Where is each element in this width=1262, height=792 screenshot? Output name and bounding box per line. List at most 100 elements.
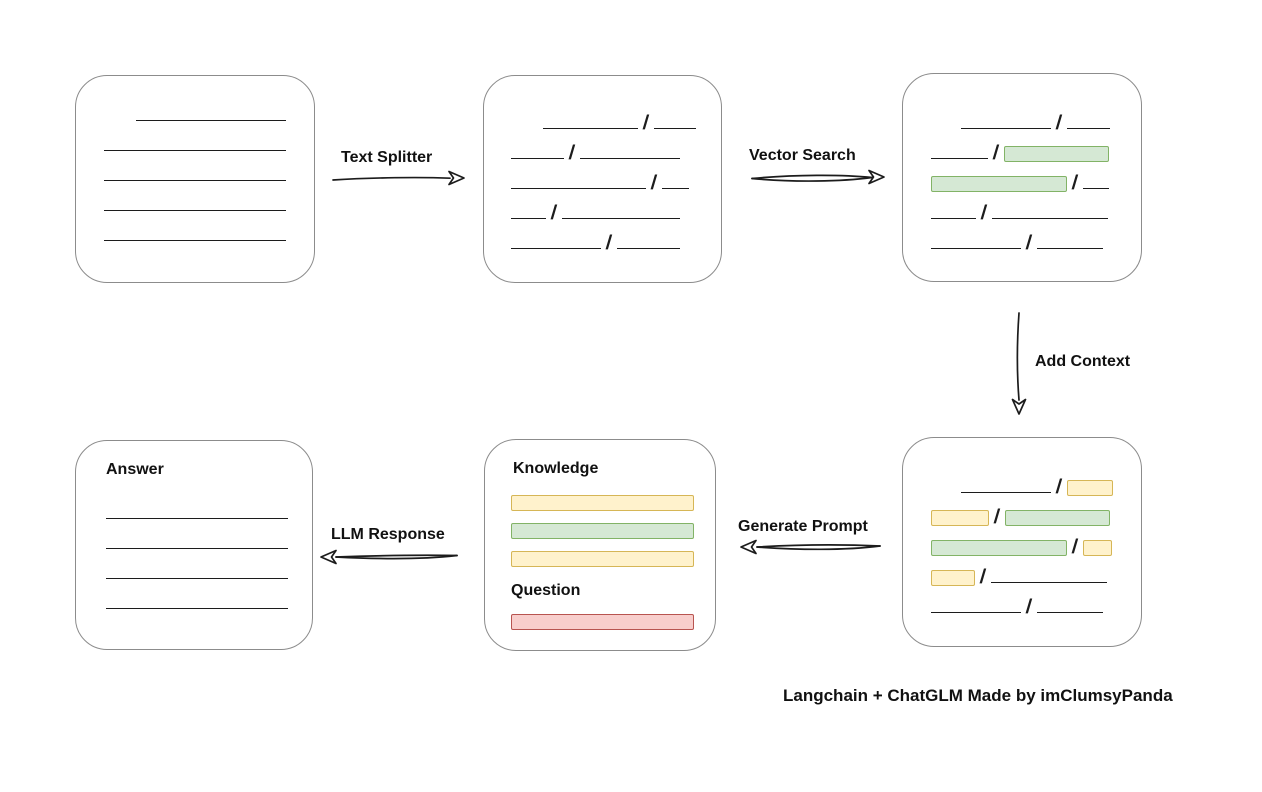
text-line xyxy=(106,518,288,519)
slash-separator: / xyxy=(1054,476,1063,498)
text-splitter-arrowhead xyxy=(448,170,465,186)
text-line xyxy=(991,218,1108,219)
text-line xyxy=(931,248,1021,249)
text-row xyxy=(104,186,286,216)
node-prompt: Knowledge Question xyxy=(484,439,716,651)
llm-response-arrow-label: LLM Response xyxy=(331,526,445,543)
text-line xyxy=(136,120,286,121)
vector-search-arrow-line xyxy=(751,176,873,182)
yellow-chunk xyxy=(1066,480,1113,496)
text-line xyxy=(931,612,1021,613)
diagram-caption: Langchain + ChatGLM Made by imClumsyPand… xyxy=(783,686,1173,705)
add-context-arrow-label: Add Context xyxy=(1035,353,1131,370)
text-line xyxy=(511,188,646,189)
text-row: / xyxy=(931,164,1110,194)
generate-prompt-arrow-line-2 xyxy=(756,544,881,548)
text-row: / xyxy=(931,588,1113,618)
node-source-document xyxy=(75,75,315,283)
slash-separator: / xyxy=(979,202,988,224)
text-line xyxy=(104,210,286,211)
text-splitter-arrow-line xyxy=(332,176,451,181)
text-line xyxy=(1036,612,1103,613)
vector-match-rows: / / / / / xyxy=(931,104,1110,254)
slash-separator: / xyxy=(1070,536,1079,558)
text-line xyxy=(511,218,546,219)
text-row: / xyxy=(931,528,1113,558)
text-line xyxy=(616,248,680,249)
text-line xyxy=(653,128,696,129)
green-chunk xyxy=(1004,510,1110,526)
text-line xyxy=(106,608,288,609)
slash-separator: / xyxy=(1024,232,1033,254)
yellow-chunk xyxy=(931,570,975,586)
text-line xyxy=(106,548,288,549)
text-row: / xyxy=(931,134,1110,164)
text-row: / xyxy=(511,164,696,194)
green-bar xyxy=(511,523,694,539)
vector-search-arrow-line-2 xyxy=(751,174,873,180)
add-context-arrowhead xyxy=(1011,398,1027,415)
text-row: / xyxy=(931,224,1110,254)
yellow-chunk xyxy=(1082,540,1112,556)
green-chunk xyxy=(1003,146,1109,162)
text-line xyxy=(1082,188,1109,189)
text-row: / xyxy=(931,104,1110,134)
answer-label: Answer xyxy=(106,461,164,478)
llm-response-arrowhead xyxy=(320,549,337,565)
slash-separator: / xyxy=(991,142,1000,164)
text-line xyxy=(511,158,564,159)
slash-separator: / xyxy=(978,566,987,588)
text-splitter-arrow-label: Text Splitter xyxy=(341,149,433,166)
yellow-chunk xyxy=(931,510,989,526)
add-context-arrow-line xyxy=(1016,312,1020,401)
slash-separator: / xyxy=(641,112,650,134)
green-chunk xyxy=(931,176,1067,192)
text-row: / xyxy=(931,194,1110,224)
text-line xyxy=(104,180,286,181)
node-answer: Answer xyxy=(75,440,313,650)
text-row xyxy=(106,584,288,614)
slash-separator: / xyxy=(604,232,613,254)
text-row: / xyxy=(931,468,1113,498)
document-text-rows xyxy=(104,96,286,246)
yellow-bar xyxy=(511,551,694,567)
text-row xyxy=(106,524,288,554)
text-line xyxy=(990,582,1107,583)
vector-search-arrow-label: Vector Search xyxy=(749,147,856,164)
vector-search-arrowhead xyxy=(868,169,885,185)
node-split-text-chunks: / / / / / xyxy=(483,75,722,283)
slash-separator: / xyxy=(549,202,558,224)
text-row: / xyxy=(511,224,696,254)
text-line xyxy=(961,128,1051,129)
slash-separator: / xyxy=(1024,596,1033,618)
text-row xyxy=(104,96,286,126)
answer-text-rows xyxy=(106,494,288,614)
slash-separator: / xyxy=(1070,172,1079,194)
text-row xyxy=(104,156,286,186)
yellow-bar xyxy=(511,495,694,511)
text-line xyxy=(511,248,601,249)
generate-prompt-arrowhead xyxy=(740,539,757,555)
text-line xyxy=(579,158,680,159)
slash-separator: / xyxy=(567,142,576,164)
text-line xyxy=(661,188,689,189)
llm-response-arrow-line xyxy=(335,554,458,560)
knowledge-bars xyxy=(511,495,694,567)
green-chunk xyxy=(931,540,1067,556)
text-row: / xyxy=(511,194,696,224)
text-row xyxy=(104,216,286,246)
text-line xyxy=(1036,248,1103,249)
text-row: / xyxy=(931,498,1113,528)
slash-separator: / xyxy=(649,172,658,194)
text-line xyxy=(931,158,988,159)
generate-prompt-arrow-label: Generate Prompt xyxy=(738,518,868,535)
red-bar xyxy=(511,614,694,630)
text-line xyxy=(561,218,680,219)
text-line xyxy=(104,240,286,241)
slash-separator: / xyxy=(992,506,1001,528)
text-line xyxy=(961,492,1051,493)
text-row: / xyxy=(511,134,696,164)
node-vector-matched-chunks: / / / / / xyxy=(902,73,1142,282)
text-line xyxy=(931,218,976,219)
